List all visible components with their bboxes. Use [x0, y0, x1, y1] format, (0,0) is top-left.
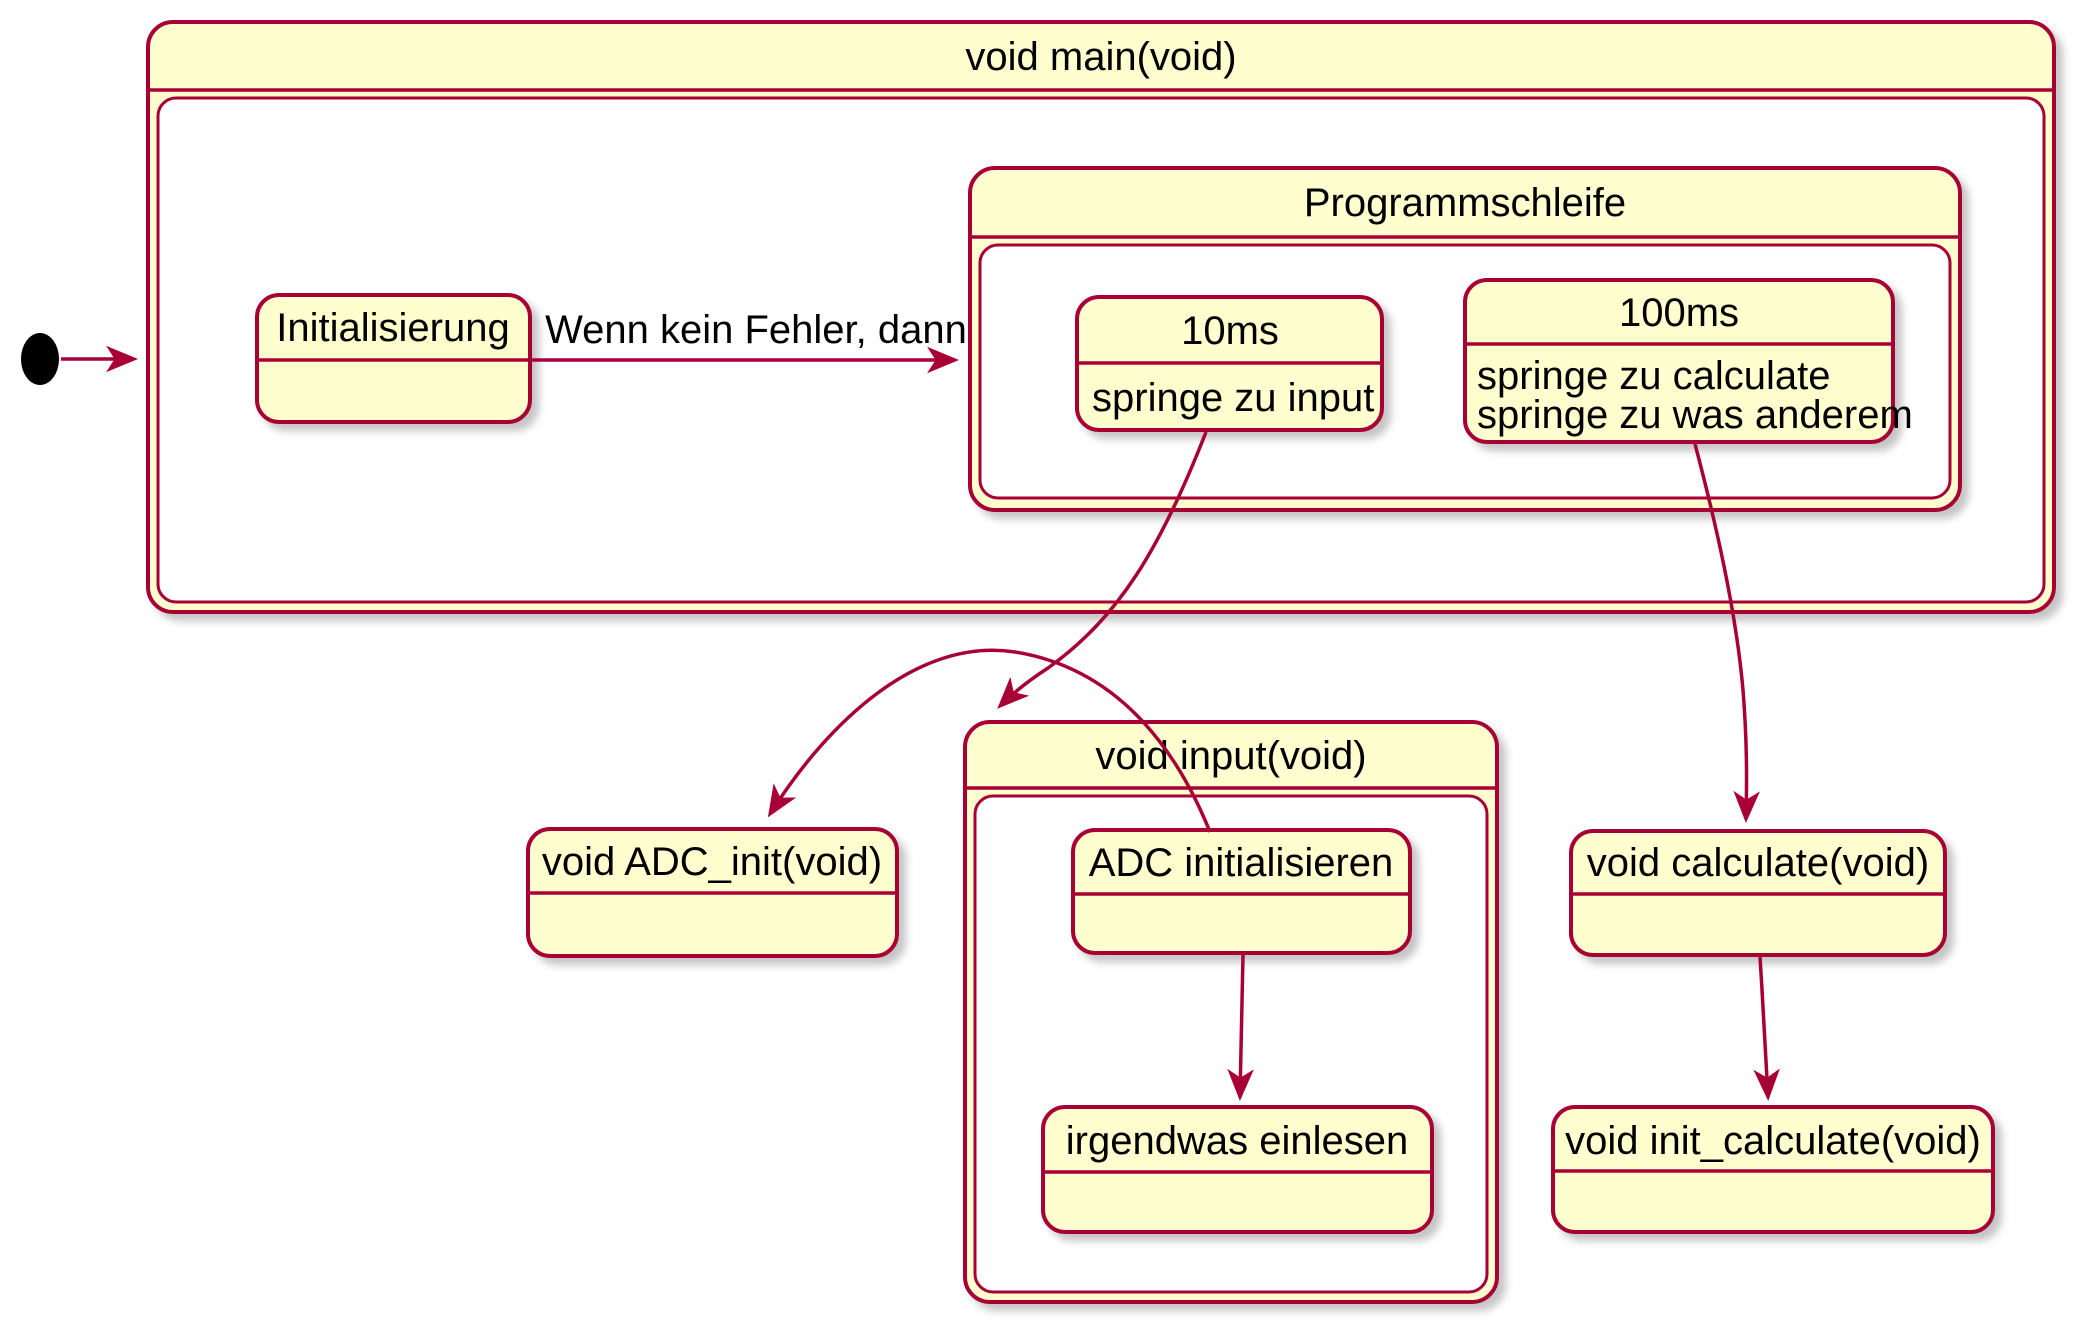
- state-adc-initialisieren-box: [1071, 828, 1412, 955]
- state-main-title: void main(void): [965, 35, 1236, 79]
- state-100ms-activity-1: springe zu calculate: [1477, 354, 1831, 398]
- state-100ms-title: 100ms: [1619, 291, 1739, 335]
- edge-10ms-to-input: [997, 431, 1208, 709]
- initial-state-dot: [21, 333, 59, 385]
- state-10ms-title: 10ms: [1181, 309, 1279, 353]
- state-adc-initialisieren: ADC initialisieren: [1071, 828, 1412, 955]
- edge-adc-initialisieren-to-adc-init: [767, 648, 1212, 833]
- state-100ms-box: [1463, 278, 1895, 444]
- state-irgendwas-einlesen-box: [1041, 1105, 1434, 1234]
- state-irgendwas-einlesen: irgendwas einlesen: [1041, 1105, 1434, 1234]
- edge-100ms-to-calculate: [1693, 443, 1760, 823]
- state-input-title: void input(void): [1095, 734, 1366, 778]
- state-adc-initialisieren-title: ADC initialisieren: [1089, 841, 1394, 885]
- edge-adc-initialisieren-to-irgendwas-einlesen: [1227, 954, 1254, 1101]
- state-initialisierung: Initialisierung: [255, 293, 532, 424]
- state-100ms: 100ms springe zu calculate springe zu wa…: [1463, 278, 1913, 444]
- state-initialisierung-title: Initialisierung: [276, 306, 509, 350]
- transition-label-wenn-kein-fehler: Wenn kein Fehler, dann: [545, 308, 967, 352]
- state-calculate: void calculate(void): [1569, 829, 1947, 957]
- state-irgendwas-einlesen-title: irgendwas einlesen: [1066, 1119, 1408, 1163]
- state-10ms: 10ms springe zu input: [1075, 295, 1384, 432]
- edge-calculate-to-init-calculate: [1753, 956, 1780, 1101]
- state-10ms-activity: springe zu input: [1092, 376, 1374, 420]
- state-init-calculate: void init_calculate(void): [1551, 1105, 1995, 1234]
- state-programmschleife-title: Programmschleife: [1304, 181, 1626, 225]
- state-init-calculate-title: void init_calculate(void): [1565, 1119, 1981, 1163]
- state-adc-init: void ADC_init(void): [526, 827, 899, 958]
- state-calculate-title: void calculate(void): [1587, 841, 1929, 885]
- state-100ms-activity-2: springe zu was anderem: [1477, 393, 1913, 437]
- state-adc-init-title: void ADC_init(void): [542, 840, 882, 884]
